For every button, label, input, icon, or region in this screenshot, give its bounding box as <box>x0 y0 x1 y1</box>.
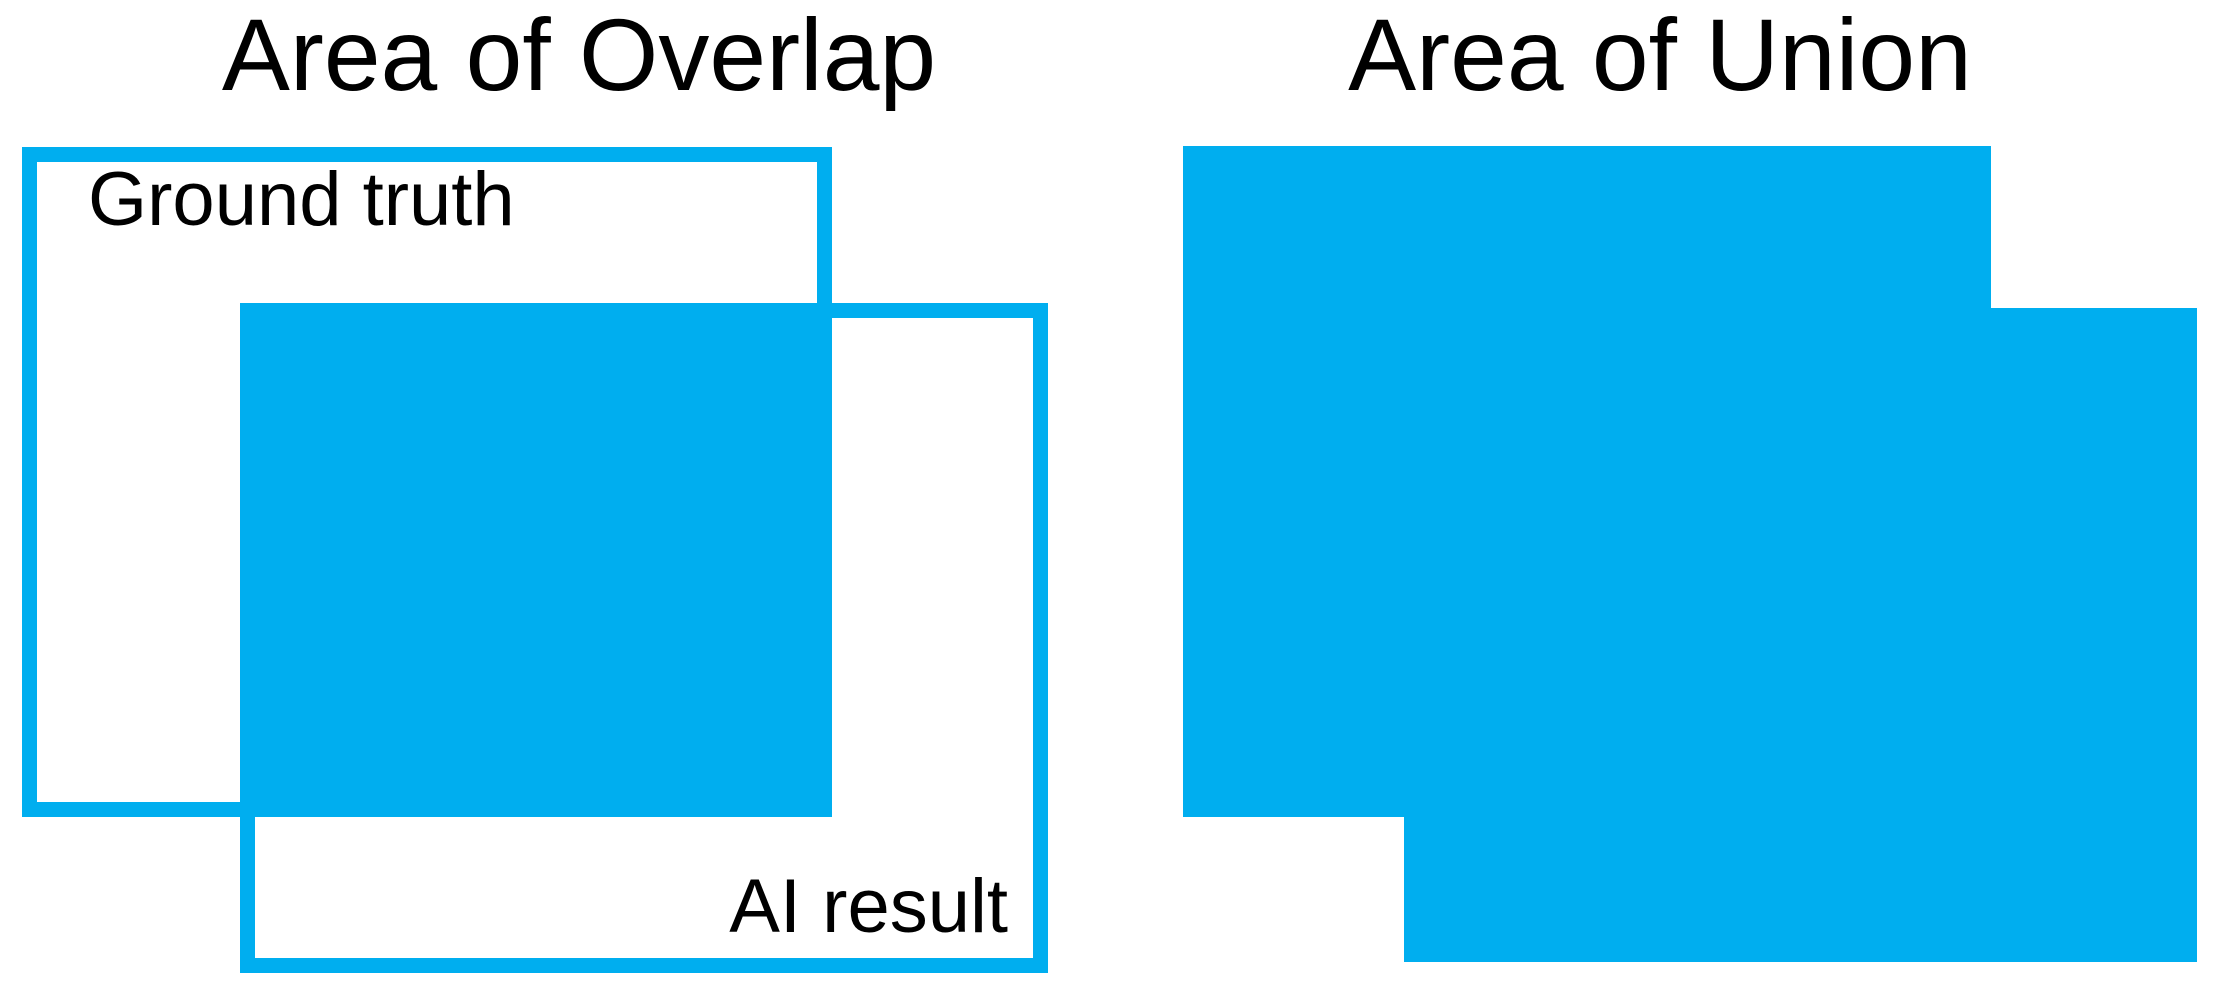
overlap-panel-title: Area of Overlap <box>221 0 937 112</box>
ai-result-label: AI result <box>729 864 1008 949</box>
union-panel-title: Area of Union <box>1348 0 1972 112</box>
intersection-fill <box>240 303 832 817</box>
union-ai-result-fill <box>1404 308 2197 962</box>
ground-truth-label: Ground truth <box>88 157 515 242</box>
